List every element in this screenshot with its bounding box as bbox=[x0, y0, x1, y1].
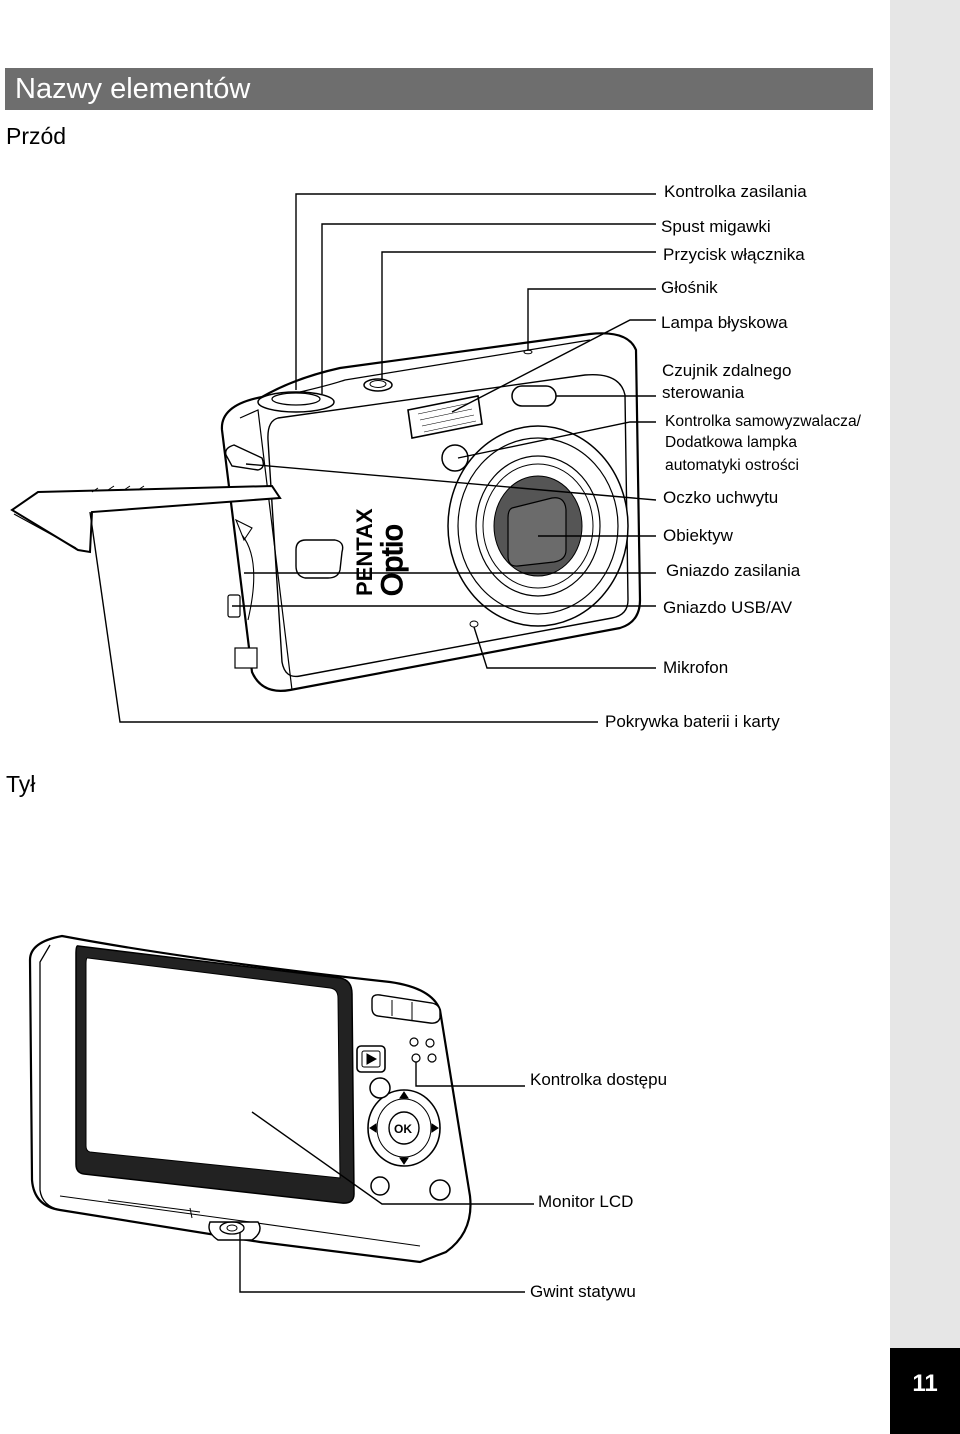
front-camera-illustration bbox=[10, 332, 642, 692]
ok-button-label: OK bbox=[394, 1122, 412, 1136]
back-camera-illustration bbox=[28, 934, 472, 1264]
back-leader-lines bbox=[239, 1062, 534, 1293]
section-title-bar: Nazwy elementów bbox=[5, 68, 873, 110]
page-number: 11 bbox=[912, 1370, 938, 1397]
page-title: Nazwy elementów bbox=[15, 73, 251, 105]
label-dc-input: Gniazdo zasilania bbox=[666, 561, 801, 580]
label-strap-lug: Oczko uchwytu bbox=[663, 488, 778, 507]
label-speaker: Głośnik bbox=[661, 278, 718, 297]
back-heading: Tył bbox=[6, 771, 36, 797]
label-access-lamp: Kontrolka dostępu bbox=[530, 1070, 667, 1089]
brand-pentax: PENTAX bbox=[352, 508, 377, 596]
label-microphone: Mikrofon bbox=[663, 658, 728, 677]
label-flash: Lampa błyskowa bbox=[661, 313, 788, 332]
front-heading: Przód bbox=[6, 123, 67, 149]
side-strip bbox=[890, 0, 960, 1434]
label-lens: Obiektyw bbox=[663, 526, 734, 545]
label-power-switch: Przycisk włącznika bbox=[663, 245, 805, 264]
label-remote-sensor-2: sterowania bbox=[662, 383, 745, 402]
brand-optio: Optio bbox=[376, 524, 409, 596]
label-tripod-socket: Gwint statywu bbox=[530, 1282, 636, 1301]
label-self-timer-3: automatyki ostrości bbox=[665, 457, 799, 474]
label-lcd-monitor: Monitor LCD bbox=[538, 1192, 633, 1211]
label-usb-av: Gniazdo USB/AV bbox=[663, 598, 793, 617]
label-self-timer-1: Kontrolka samowyzwalacza/ bbox=[665, 413, 862, 430]
front-leader-lines bbox=[89, 193, 657, 723]
label-remote-sensor-1: Czujnik zdalnego bbox=[662, 361, 791, 380]
label-self-timer-2: Dodatkowa lampka bbox=[665, 434, 797, 451]
label-battery-cover: Pokrywka baterii i karty bbox=[605, 712, 780, 731]
label-power-indicator: Kontrolka zasilania bbox=[664, 182, 807, 201]
page-number-box: 11 bbox=[890, 1348, 960, 1434]
label-shutter-button: Spust migawki bbox=[661, 217, 771, 236]
